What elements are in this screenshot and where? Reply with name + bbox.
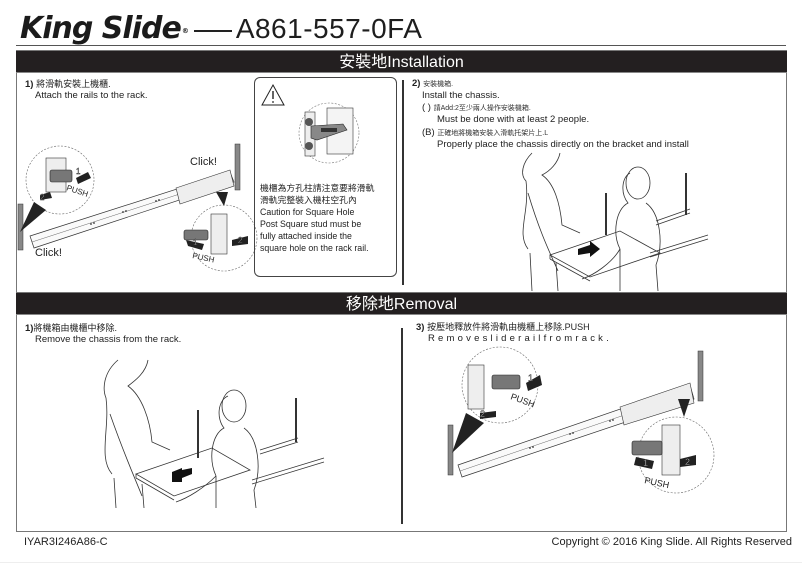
- step-number: 1): [25, 79, 34, 90]
- step-en: Remove the chassis from the rack.: [35, 334, 182, 345]
- note-a-marker: ( ): [422, 102, 431, 113]
- install-step-2: 2) 安裝機箱. Install the chassis. ( ) 請Add:2…: [412, 78, 689, 150]
- step-zh: 將機箱由機櫃中移除.: [33, 323, 117, 333]
- note-b-zh: 正確地將機箱安裝入滑軌托架片上.L: [437, 130, 549, 137]
- svg-text:2: 2: [685, 457, 690, 467]
- registered-mark: ®: [181, 27, 189, 35]
- copyright-notice: Copyright © 2016 King Slide. All Rights …: [551, 536, 792, 548]
- svg-text:2: 2: [40, 193, 45, 202]
- header-rule: [16, 45, 786, 46]
- caution-box: 機櫃為方孔柱請注意要將滑軌 滑軌完整裝入機柱空孔內 Caution for Sq…: [254, 77, 397, 277]
- caution-en-4: square hole on the rack rail.: [260, 243, 369, 253]
- caution-text: 機櫃為方孔柱請注意要將滑軌 滑軌完整裝入機柱空孔內 Caution for Sq…: [260, 182, 398, 254]
- removal-divider: [401, 328, 403, 524]
- step-en: Attach the rails to the rack.: [35, 90, 148, 101]
- removal-step-3: 3) 按壓地釋放件將滑軌由機櫃上移除.PUSH Removesliderailf…: [416, 322, 612, 344]
- svg-text:2: 2: [238, 236, 243, 245]
- step-number: 2): [412, 78, 421, 89]
- note-a-zh: 請Add:2至少兩人操作安裝機箱.: [433, 105, 531, 112]
- step-number: 1): [25, 323, 34, 334]
- svg-text:2: 2: [480, 409, 485, 419]
- svg-text:1: 1: [643, 458, 648, 468]
- title-dash: [193, 30, 232, 32]
- install-step-1: 1) 將滑軌安裝上機櫃. Attach the rails to the rac…: [25, 79, 147, 101]
- document-header: King Slide® A861-557-0FA: [20, 6, 422, 46]
- caution-en-1: Caution for Square Hole: [260, 207, 355, 217]
- step-zh: 按壓地釋放件將滑軌由機櫃上移除.PUSH: [427, 322, 590, 332]
- step-zh: 將滑軌安裝上機櫃.: [36, 79, 111, 89]
- click-callout-right: Click!: [190, 156, 217, 168]
- step-number: 3): [416, 322, 425, 333]
- content-frame: [16, 50, 787, 532]
- caution-en-2: Post Square stud must be: [260, 219, 362, 229]
- note-b-marker: (B): [422, 127, 435, 138]
- warning-triangle-icon: [261, 83, 285, 106]
- model-number: A861-557-0FA: [235, 13, 423, 44]
- svg-text:1: 1: [193, 238, 198, 247]
- caution-zh-2: 滑軌完整裝入機柱空孔內: [260, 195, 357, 205]
- svg-text:1: 1: [76, 167, 81, 176]
- installation-divider: [402, 80, 404, 285]
- step-zh: 安裝機箱.: [423, 81, 454, 88]
- step-en: Removesliderailfromrack.: [428, 333, 612, 344]
- caution-zh-1: 機櫃為方孔柱請注意要將滑軌: [260, 183, 375, 193]
- removal-step-1: 1)將機箱由機櫃中移除. Remove the chassis from the…: [25, 323, 181, 345]
- step-en: Install the chassis.: [422, 90, 500, 101]
- caution-en-3: fully attached inside the: [260, 231, 352, 241]
- document-code: IYAR3I246A86-C: [24, 536, 108, 548]
- brand-logo: King Slide®: [20, 11, 189, 46]
- note-a-en: Must be done with at least 2 people.: [437, 114, 590, 125]
- click-callout-left: Click!: [35, 247, 62, 259]
- svg-text:1: 1: [528, 373, 533, 383]
- note-b-en: Properly place the chassis directly on t…: [437, 139, 689, 150]
- remove-rail-illustration: 1 2 PUSH 1 2 PUSH: [447, 346, 715, 494]
- page-bottom-rule: [0, 562, 802, 563]
- installation-section-title: 安裝地Installation: [16, 50, 787, 73]
- remove-chassis-illustration: [103, 359, 325, 509]
- square-stud-detail-illustration: [298, 102, 360, 164]
- removal-section-title: 移除地Removal: [16, 292, 787, 315]
- rail-attach-illustration: 1 2 PUSH 1 2 PUSH: [17, 143, 258, 272]
- install-chassis-illustration: [522, 152, 709, 292]
